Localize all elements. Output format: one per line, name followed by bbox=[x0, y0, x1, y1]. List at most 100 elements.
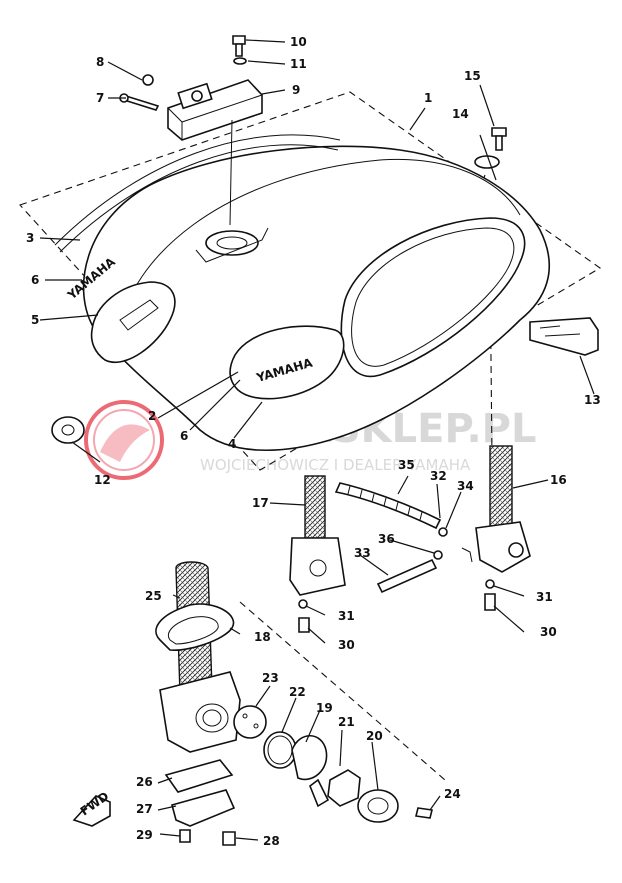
fuel-cock-right-washer bbox=[485, 579, 495, 589]
filler-neck bbox=[205, 230, 259, 256]
callout-18: 18 bbox=[254, 630, 271, 644]
cap-gasket bbox=[474, 155, 500, 169]
callout-31-left: 31 bbox=[338, 609, 355, 623]
callout-3: 3 bbox=[26, 231, 34, 245]
cap-bolt-head bbox=[232, 35, 246, 45]
watermark-logo bbox=[84, 400, 164, 480]
callout-31-right: 31 bbox=[536, 590, 553, 604]
callout-11: 11 bbox=[290, 57, 307, 71]
cover-plate bbox=[357, 789, 399, 823]
cock-body bbox=[159, 671, 241, 753]
callout-15: 15 bbox=[464, 69, 481, 83]
fuel-cap-body bbox=[167, 79, 263, 141]
tank-side-cover bbox=[90, 281, 176, 363]
callout-29: 29 bbox=[136, 828, 153, 842]
cap-screw bbox=[142, 74, 154, 86]
filler-neck-opening bbox=[216, 236, 248, 250]
tank-emblem-badge bbox=[229, 325, 345, 400]
fuel-cock-left-screw bbox=[298, 617, 310, 633]
callout-22: 22 bbox=[289, 685, 306, 699]
cock-arrow bbox=[461, 547, 473, 563]
cock-bracket bbox=[171, 789, 236, 827]
watermark-subtitle: WOJCIECHOWICZ I DEALER YAMAHA bbox=[200, 456, 471, 474]
callout-19: 19 bbox=[316, 701, 333, 715]
callout-28: 28 bbox=[263, 834, 280, 848]
callout-32: 32 bbox=[430, 469, 447, 483]
wave-washer bbox=[327, 769, 361, 807]
leader-lines bbox=[39, 39, 595, 841]
fuel-cock-right-screw bbox=[484, 593, 496, 611]
callout-6-lower: 6 bbox=[180, 429, 188, 443]
callout-4: 4 bbox=[228, 437, 236, 451]
drain-screw bbox=[222, 831, 236, 846]
callout-16: 16 bbox=[550, 473, 567, 487]
fuel-cock-right-lever bbox=[508, 542, 524, 558]
tank-bracket-holes bbox=[539, 325, 581, 337]
tank-trim-strip bbox=[54, 134, 341, 246]
fuel-strainer-left bbox=[304, 475, 326, 539]
callout-30-right: 30 bbox=[540, 625, 557, 639]
callout-30-left: 30 bbox=[338, 638, 355, 652]
callout-27: 27 bbox=[136, 802, 153, 816]
cap-washer bbox=[233, 57, 247, 65]
callout-9: 9 bbox=[292, 83, 300, 97]
callout-13: 13 bbox=[584, 393, 601, 407]
cock-lever-handle bbox=[309, 778, 330, 808]
callout-5: 5 bbox=[31, 313, 39, 327]
cock-assembly-leader bbox=[239, 601, 446, 781]
fuel-cock-right bbox=[475, 445, 531, 611]
callout-24: 24 bbox=[444, 787, 461, 801]
fuel-cock-left-body bbox=[289, 537, 346, 596]
callout-7: 7 bbox=[96, 91, 104, 105]
fuel-cap-keyhole bbox=[191, 90, 203, 102]
cover-screw bbox=[415, 807, 433, 819]
callout-8: 8 bbox=[96, 55, 104, 69]
cock-lever bbox=[291, 734, 328, 781]
fuel-cock-right-body bbox=[475, 521, 531, 573]
fuel-tank: YAMAHA bbox=[82, 145, 550, 452]
forward-direction-arrow: FWD bbox=[72, 789, 111, 827]
callout-26: 26 bbox=[136, 775, 153, 789]
bracket-screw bbox=[179, 829, 191, 843]
tank-emblem-panel-right bbox=[340, 217, 526, 378]
fuel-cock-left bbox=[289, 475, 346, 633]
cap-center-line bbox=[229, 119, 233, 226]
callout-23: 23 bbox=[262, 671, 279, 685]
hinge-pin bbox=[122, 95, 160, 111]
tank-top-seam bbox=[119, 158, 521, 331]
callout-33: 33 bbox=[354, 546, 371, 560]
callout-6-upper: 6 bbox=[31, 273, 39, 287]
tank-shell bbox=[82, 145, 550, 452]
callout-14: 14 bbox=[452, 107, 469, 121]
breather-pipe bbox=[376, 558, 438, 594]
lever-plate bbox=[233, 705, 267, 739]
callout-25: 25 bbox=[145, 589, 162, 603]
cap-bolt-shank bbox=[235, 43, 243, 57]
callout-2: 2 bbox=[148, 409, 156, 423]
tank-bolt-shank bbox=[495, 135, 503, 151]
pipe-clip bbox=[438, 527, 448, 537]
fuel-strainer-right bbox=[489, 445, 513, 527]
tank-bolt-head bbox=[491, 127, 507, 137]
fuel-cap bbox=[167, 79, 263, 141]
cock-plate bbox=[164, 759, 234, 793]
callout-20: 20 bbox=[366, 729, 383, 743]
pipe-clip-lower bbox=[433, 550, 443, 560]
tank-side-cover-slot bbox=[119, 299, 159, 331]
callout-labels: 1 2 3 4 5 6 6 7 8 9 10 11 12 13 14 15 16… bbox=[26, 35, 601, 848]
tank-damper bbox=[51, 416, 85, 444]
callout-1: 1 bbox=[424, 91, 432, 105]
tank-trim-strip-inner bbox=[59, 144, 339, 253]
tank-bracket bbox=[529, 317, 599, 356]
callout-17: 17 bbox=[252, 496, 269, 510]
callout-35: 35 bbox=[398, 458, 415, 472]
fuel-pipe bbox=[334, 482, 442, 530]
tank-emblem-panel-right-inner bbox=[351, 227, 515, 367]
callout-21: 21 bbox=[338, 715, 355, 729]
cock-gasket bbox=[155, 603, 235, 651]
callout-36: 36 bbox=[378, 532, 395, 546]
reference-leader-a bbox=[489, 257, 493, 461]
filler-neck-flange bbox=[195, 227, 269, 263]
callout-12: 12 bbox=[94, 473, 111, 487]
